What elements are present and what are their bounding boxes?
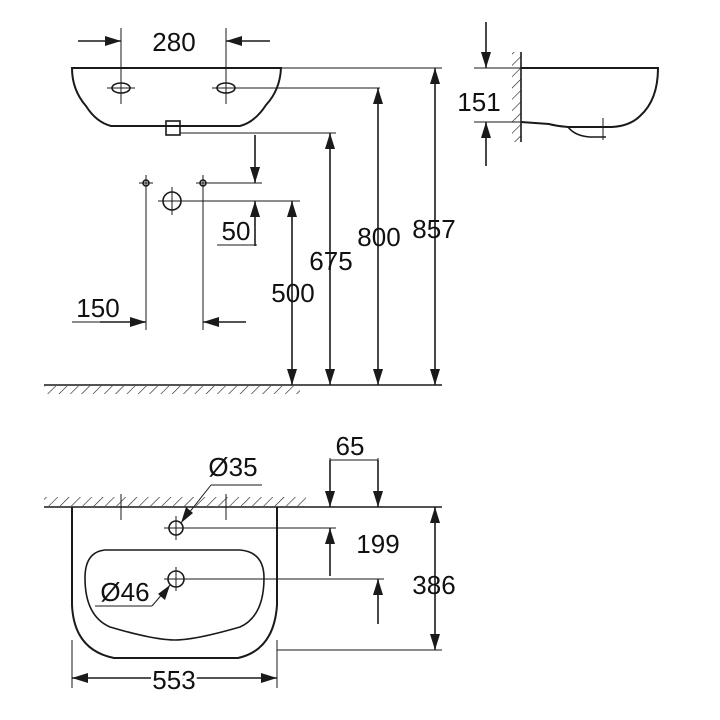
dim-tap-hole-depth: 199	[356, 529, 399, 559]
dim-basin-width: 553	[152, 665, 195, 695]
dim-waste-diameter: Ø46	[100, 577, 149, 607]
supply-point-left	[139, 175, 153, 330]
dim-tap-from-wall: 65	[336, 431, 365, 461]
basin-plan-outline	[71, 507, 278, 659]
waste-hole-plan	[164, 567, 384, 591]
plan-wall-hatch	[44, 497, 306, 506]
dim-supply-spacing: 150	[76, 293, 119, 323]
basin-side-drain	[567, 126, 606, 138]
plan-view: Ø35 Ø46 65 199 386	[44, 431, 456, 698]
basin-front-outline	[70, 67, 283, 127]
dim-height-857: 857	[412, 214, 455, 244]
waste-outlet	[165, 120, 181, 136]
side-elevation: 151	[457, 22, 660, 166]
basin-plan-bowl	[84, 549, 265, 641]
dim-height-675: 675	[309, 246, 352, 276]
front-elevation: 280 50 150	[44, 27, 456, 394]
dim-height-500: 500	[271, 278, 314, 308]
drain-point	[158, 187, 300, 215]
dim-drain-offset: 50	[222, 216, 251, 246]
wall-hatch	[512, 52, 521, 142]
dim-height-800: 800	[357, 222, 400, 252]
supply-point-right	[196, 175, 262, 330]
dim-tap-spacing: 280	[152, 27, 195, 57]
dim-tap-hole-diameter: Ø35	[208, 452, 257, 482]
tap-hole-plan	[164, 516, 336, 540]
floor-hatch	[44, 386, 300, 394]
basin-side-outline	[520, 67, 660, 128]
dim-wall-projection: 151	[457, 87, 500, 117]
dim-basin-depth: 386	[412, 570, 455, 600]
